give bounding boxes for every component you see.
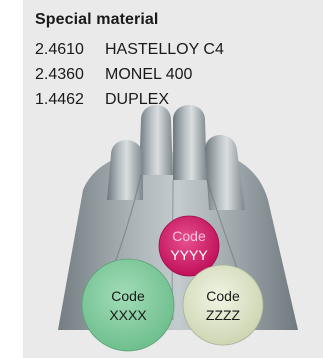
cable-illustration xyxy=(58,105,298,352)
material-number: 2.4360 xyxy=(35,66,84,83)
material-number: 1.4462 xyxy=(35,91,84,108)
code-yyyy-circle xyxy=(158,215,220,277)
material-panel: Special material 2.4610 HASTELLOY C4 2.43… xyxy=(23,0,323,358)
code-label-line: Code xyxy=(206,288,240,304)
code-value: YYYY xyxy=(170,247,208,263)
material-name: DUPLEX xyxy=(105,91,170,108)
code-value: ZZZZ xyxy=(205,307,241,323)
code-label-line: Code xyxy=(111,288,145,304)
code-zzzz-circle xyxy=(182,264,264,346)
code-yyyy-label: Code YYYY xyxy=(159,227,219,265)
code-label-line: Code xyxy=(172,228,206,244)
code-xxxx-label: Code XXXX xyxy=(98,287,158,325)
material-name: MONEL 400 xyxy=(105,66,193,83)
material-number: 2.4610 xyxy=(35,41,84,58)
panel-title: Special material xyxy=(35,11,159,28)
code-zzzz-label: Code ZZZZ xyxy=(193,287,253,325)
material-item: 2.4360 MONEL 400 xyxy=(35,62,224,87)
material-name: HASTELLOY C4 xyxy=(105,41,224,58)
material-list: 2.4610 HASTELLOY C4 2.4360 MONEL 400 1.446… xyxy=(35,37,224,112)
code-value: XXXX xyxy=(109,307,147,323)
material-item: 2.4610 HASTELLOY C4 xyxy=(35,37,224,62)
code-xxxx-circle xyxy=(81,258,175,352)
material-item: 1.4462 DUPLEX xyxy=(35,87,224,112)
